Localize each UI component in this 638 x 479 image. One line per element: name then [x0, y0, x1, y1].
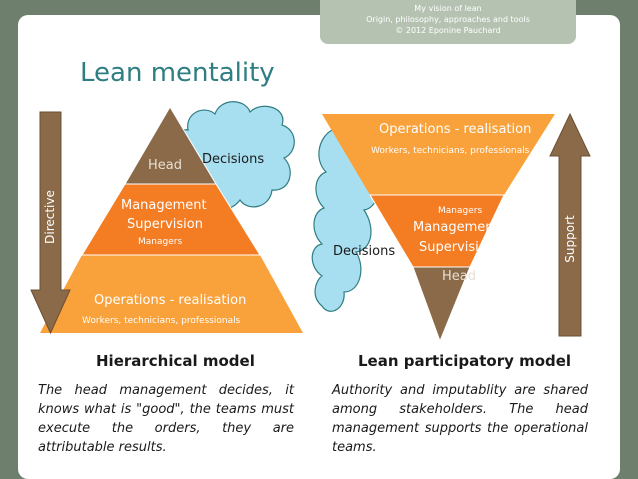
- right-managers-label: Managers: [438, 206, 483, 216]
- right-model-description: Authority and imputablity are shared amo…: [332, 383, 588, 455]
- right-support-label: Support: [563, 215, 577, 263]
- left-model-title: Hierarchical model: [96, 352, 255, 370]
- left-model-description: The head management decides, it knows wh…: [38, 383, 294, 455]
- right-management-label: Management: [413, 220, 499, 235]
- left-workers-label: Workers, technicians, professionals: [82, 316, 241, 326]
- left-head-label: Head: [148, 158, 182, 173]
- right-decisions-label: Decisions: [333, 244, 396, 259]
- header-banner: My vision of lean Origin, philosophy, ap…: [320, 0, 576, 44]
- right-operations-layer: [322, 114, 555, 195]
- right-head-layer: [412, 266, 471, 343]
- left-management-label: Management: [121, 198, 207, 213]
- left-directive-label: Directive: [43, 190, 57, 244]
- left-head-layer: [124, 106, 217, 185]
- banner-subtitle: Origin, philosophy, approaches and tools: [366, 15, 530, 24]
- left-operations-label: Operations - realisation: [94, 293, 247, 308]
- left-operations-layer: [40, 255, 303, 333]
- right-head-label: Head: [442, 269, 476, 284]
- left-directive-arrow: [30, 111, 71, 335]
- right-supervision-label: Supervision: [419, 240, 495, 255]
- right-support-arrow: [549, 112, 591, 337]
- right-operations-label: Operations - realisation: [379, 122, 532, 137]
- right-workers-label: Workers, technicians, professionals: [371, 146, 530, 156]
- left-supervision-label: Supervision: [127, 217, 203, 232]
- right-model-title: Lean participatory model: [358, 352, 572, 370]
- banner-title: My vision of lean: [414, 4, 482, 13]
- page-title: Lean mentality: [80, 58, 275, 88]
- left-decisions-label: Decisions: [202, 152, 265, 167]
- banner-copyright: © 2012 Eponine Pauchard: [395, 26, 501, 35]
- left-managers-label: Managers: [138, 237, 183, 247]
